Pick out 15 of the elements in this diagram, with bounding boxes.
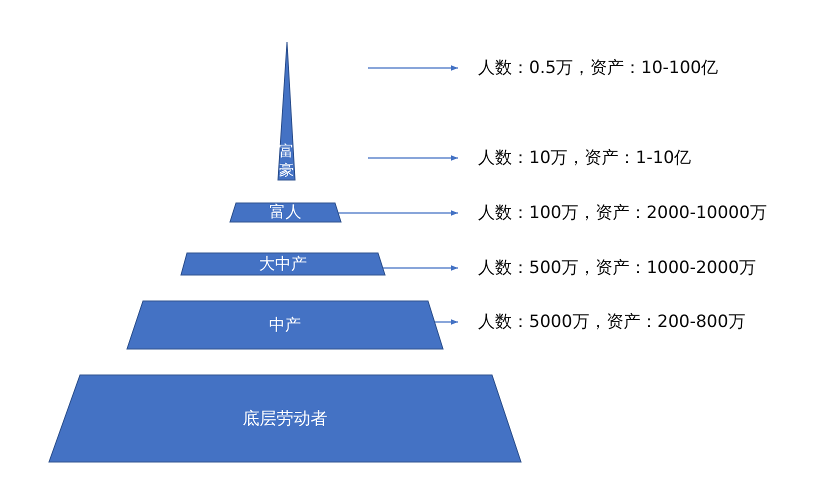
- stat-label: 人数：5000万，资产：200-800万: [478, 310, 746, 334]
- pyramid-tier: 富人: [229, 202, 342, 223]
- stat-label: 人数：100万，资产：2000-10000万: [478, 201, 767, 225]
- arrow: [368, 65, 458, 71]
- pyramid-tier: 中产: [126, 300, 444, 350]
- pyramid-spike: 富豪: [276, 42, 297, 182]
- pyramid-tier: 大中产: [180, 252, 386, 276]
- arrow: [338, 210, 458, 216]
- stat-label: 人数：0.5万，资产：10-100亿: [478, 56, 718, 80]
- stat-label: 人数：10万，资产：1-10亿: [478, 146, 692, 170]
- arrow: [368, 155, 458, 161]
- arrow: [434, 319, 458, 325]
- stat-label: 人数：500万，资产：1000-2000万: [478, 256, 756, 280]
- pyramid-tier: 底层劳动者: [48, 374, 522, 463]
- arrow: [382, 265, 458, 271]
